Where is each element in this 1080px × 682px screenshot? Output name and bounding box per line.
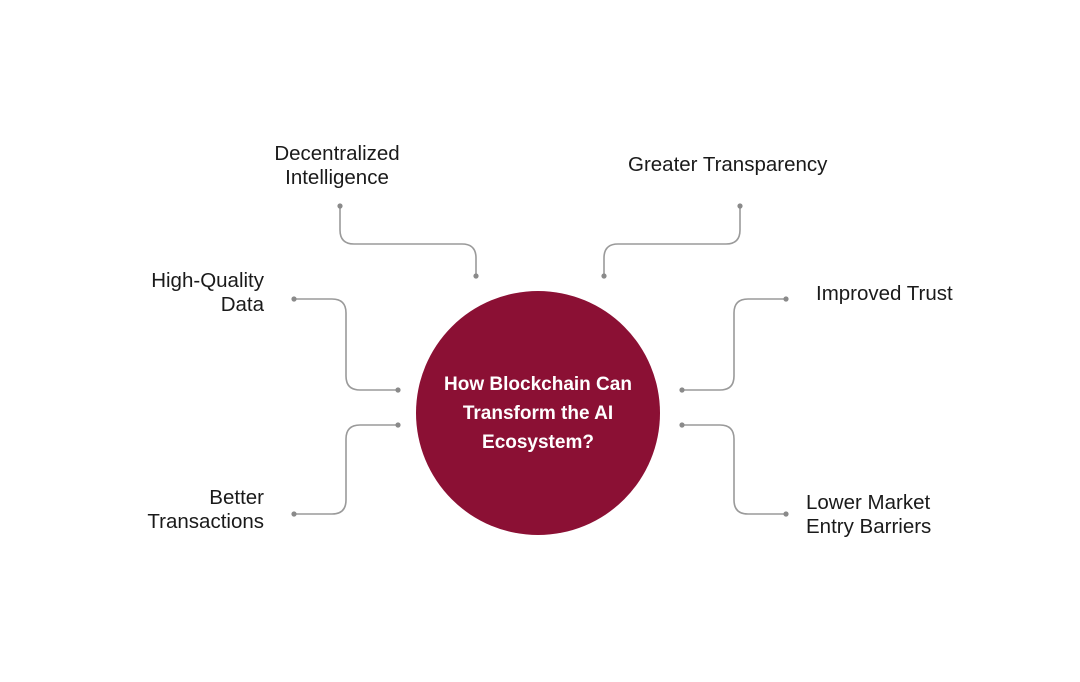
connector-dot	[601, 273, 607, 279]
node-label-line: Intelligence	[285, 166, 389, 189]
center-hub: How Blockchain Can Transform the AI Ecos…	[416, 291, 660, 535]
node-better-transactions: Better Transactions	[104, 486, 264, 534]
node-improved-trust: Improved Trust	[816, 282, 953, 306]
connector-dot	[737, 203, 743, 209]
node-decentralized-intelligence: Decentralized Intelligence	[262, 142, 412, 190]
node-label-line: Entry Barriers	[806, 515, 932, 538]
connector-lower-market-entry-barriers	[681, 424, 787, 515]
connector-dot	[395, 422, 401, 428]
node-label-line: Data	[220, 293, 264, 316]
connector-better-transactions	[293, 424, 399, 515]
node-high-quality-data: High-Quality Data	[104, 269, 264, 317]
connector-decentralized-intelligence	[339, 205, 477, 277]
connector-improved-trust	[681, 298, 787, 391]
node-greater-transparency: Greater Transparency	[628, 153, 827, 177]
connector-dot	[783, 296, 789, 302]
node-label-line: Lower Market	[806, 491, 931, 514]
connector-dot	[291, 296, 297, 302]
connector-greater-transparency	[603, 205, 741, 277]
connector-dot	[679, 387, 685, 393]
connector-dot	[679, 422, 685, 428]
center-hub-title: How Blockchain Can Transform the AI Ecos…	[444, 373, 632, 453]
node-label-line: Transactions	[147, 510, 264, 533]
node-lower-market-entry-barriers: Lower Market Entry Barriers	[806, 491, 931, 539]
node-label-line: Improved Trust	[816, 282, 953, 305]
node-label-line: High-Quality	[151, 269, 264, 292]
connector-dot	[395, 387, 401, 393]
node-label-line: Greater Transparency	[628, 153, 828, 176]
node-label-line: Better	[209, 486, 264, 509]
node-label-line: Decentralized	[274, 142, 400, 165]
connector-dot	[337, 203, 343, 209]
connector-high-quality-data	[293, 298, 399, 391]
connector-dot	[291, 511, 297, 517]
connector-dot	[783, 511, 789, 517]
connector-dot	[473, 273, 479, 279]
